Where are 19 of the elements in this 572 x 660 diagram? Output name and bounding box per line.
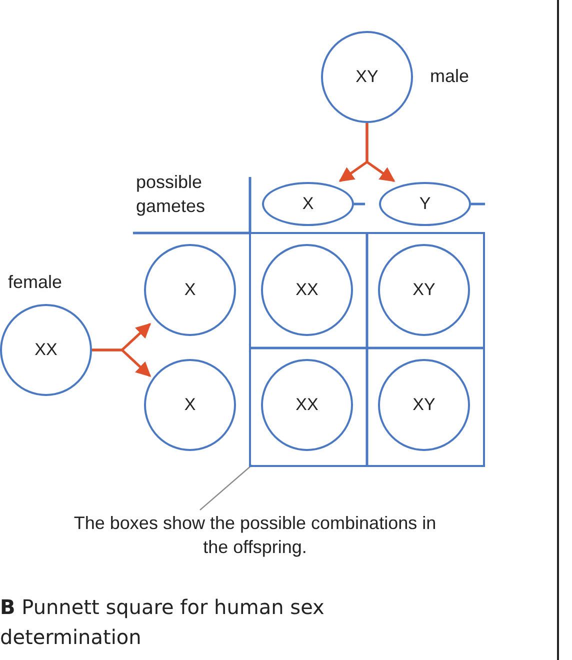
allele-circle: X — [144, 359, 236, 451]
arrow — [92, 348, 152, 378]
sex-label: male — [430, 66, 470, 87]
allele-circle: XX — [0, 304, 92, 396]
figure-caption: B Punnett square for human sex determination — [0, 594, 326, 651]
row-header-label: possible gametes — [136, 171, 206, 218]
gamete-oval: X — [262, 182, 354, 226]
punnett-grid — [249, 232, 485, 467]
allele-circle: XY — [378, 244, 470, 336]
allele-circle: XX — [261, 244, 353, 336]
allele-circle: XX — [261, 359, 353, 451]
allele-circle: XY — [321, 31, 413, 123]
allele-circle: XY — [378, 359, 470, 451]
gamete-oval: Y — [379, 182, 471, 226]
note-text: The boxes show the possible combinations in the offspring. — [70, 510, 440, 560]
sex-label: female — [8, 272, 62, 293]
allele-circle: X — [144, 244, 236, 336]
arrow — [366, 123, 396, 182]
leader-line — [200, 464, 252, 510]
